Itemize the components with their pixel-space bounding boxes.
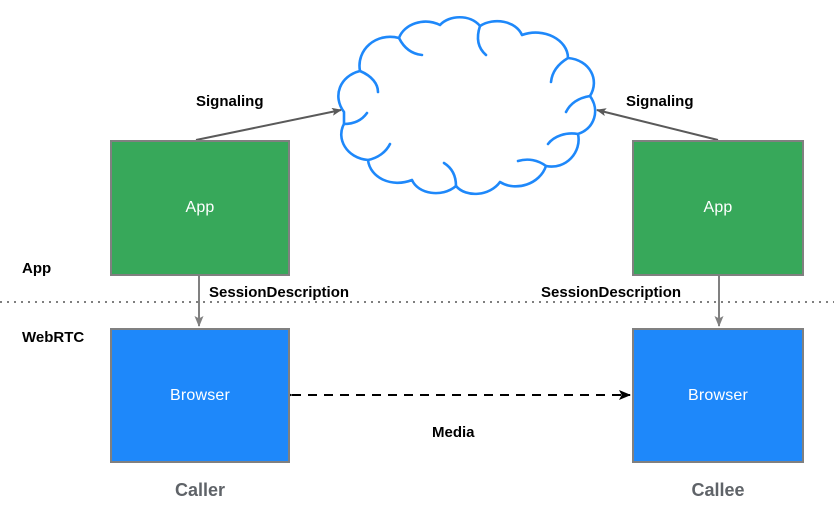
- cloud-icon: [337, 15, 597, 196]
- caller-app-box[interactable]: App: [110, 140, 290, 276]
- callee-signaling-label: Signaling: [626, 93, 694, 110]
- webrtc-layer-label: WebRTC: [22, 329, 85, 346]
- callee-browser-label: Browser: [687, 386, 749, 404]
- callee-app-box[interactable]: App: [632, 140, 804, 276]
- caller-app-label: App: [185, 199, 215, 216]
- caller-browser-box[interactable]: Browser: [110, 328, 290, 463]
- media-label: Media: [432, 424, 475, 441]
- callee-session-description-label: SessionDescription: [541, 284, 682, 301]
- app-layer-label: App: [22, 260, 52, 277]
- caller-role-label: Caller: [174, 480, 226, 500]
- caller-browser-label: Browser: [169, 386, 231, 404]
- caller-signaling-arrow: [195, 107, 342, 141]
- callee-app-label: App: [703, 199, 733, 216]
- callee-browser-box[interactable]: Browser: [632, 328, 804, 463]
- caller-session-description-label: SessionDescription: [209, 284, 350, 301]
- callee-role-label: Callee: [691, 480, 745, 500]
- callee-signaling-arrow: [596, 108, 719, 141]
- caller-signaling-label: Signaling: [196, 93, 264, 110]
